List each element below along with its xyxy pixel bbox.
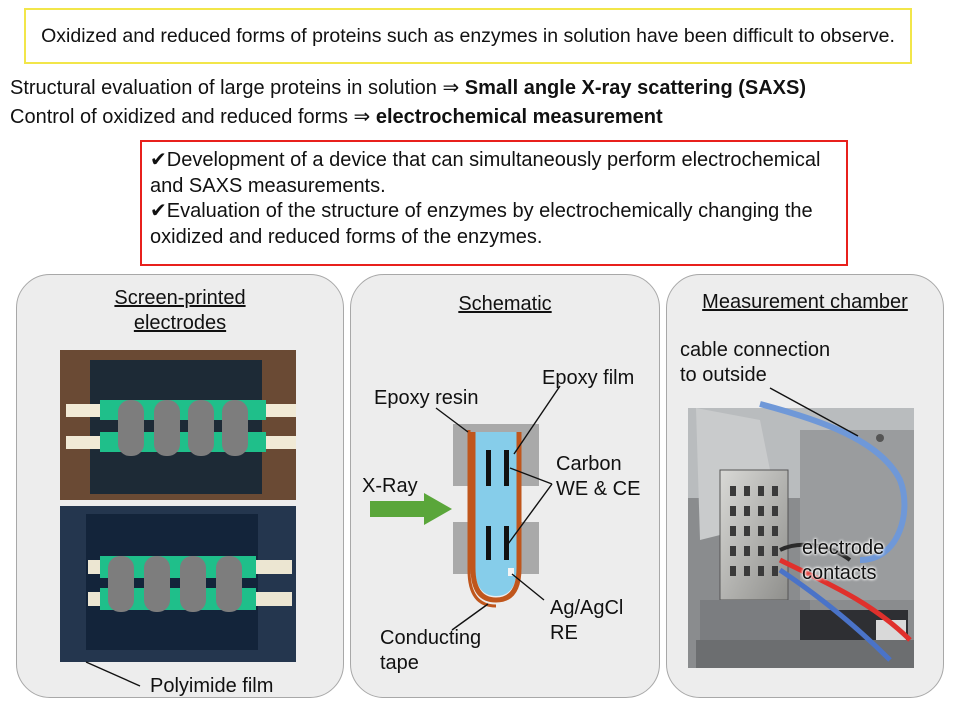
chamber-photo bbox=[688, 401, 914, 668]
summary-line-saxs-bold: Small angle X-ray scattering (SAXS) bbox=[464, 77, 807, 99]
carbon-label: Carbon WE & CE bbox=[556, 452, 640, 502]
polyimide-pointer bbox=[85, 661, 141, 687]
summary-line-electrochem-bold: electrochemical measurement bbox=[375, 106, 663, 128]
carbon-label-line1: Carbon bbox=[556, 453, 622, 475]
electrodes-title-line1: Screen-printed bbox=[114, 287, 246, 309]
cable-pointer bbox=[769, 387, 859, 437]
header-note-box: Oxidized and reduced forms of proteins s… bbox=[24, 8, 912, 64]
xray-label: X-Ray bbox=[362, 475, 418, 497]
summary-line-electrochem-text: Control of oxidized and reduced forms ⇒ bbox=[10, 106, 371, 128]
summary-line-electrochem: Control of oxidized and reduced forms ⇒ … bbox=[10, 104, 663, 129]
xray-arrow-icon bbox=[370, 493, 452, 525]
header-note-text: Oxidized and reduced forms of proteins s… bbox=[41, 24, 895, 47]
goals-box: ✔Development of a device that can simult… bbox=[140, 140, 848, 266]
epoxy-film-label: Epoxy film bbox=[542, 367, 635, 389]
schematic-pointers bbox=[435, 385, 561, 631]
agcl-label: Ag/AgCl RE bbox=[550, 596, 623, 646]
contacts-label-line1: electrode bbox=[802, 537, 885, 559]
chamber-port-grid bbox=[730, 486, 778, 576]
polyimide-label: Polyimide film bbox=[150, 675, 274, 697]
electrode-photo-bottom bbox=[60, 506, 296, 662]
agcl-label-line1: Ag/AgCl bbox=[550, 597, 624, 619]
cable-label: cable connection to outside bbox=[680, 338, 830, 388]
schematic-title: Schematic bbox=[458, 293, 552, 315]
cable-label-line2: to outside bbox=[680, 364, 767, 386]
tape-label: Conducting tape bbox=[380, 626, 481, 676]
cable-label-line1: cable connection bbox=[680, 339, 831, 361]
sample-cell bbox=[453, 424, 539, 608]
electrodes-title-line2: electrodes bbox=[133, 312, 227, 334]
tape-label-line2: tape bbox=[380, 652, 419, 674]
contacts-label-line2: contacts bbox=[802, 562, 877, 584]
summary-line-saxs: Structural evaluation of large proteins … bbox=[10, 75, 806, 100]
summary-line-saxs-text: Structural evaluation of large proteins … bbox=[10, 77, 460, 99]
chamber-title: Measurement chamber bbox=[702, 291, 908, 313]
goal-evaluation: ✔Evaluation of the structure of enzymes … bbox=[150, 200, 813, 248]
epoxy-resin-label: Epoxy resin bbox=[374, 387, 479, 409]
carbon-label-line2: WE & CE bbox=[556, 478, 641, 500]
electrodes-title: Screen-printed electrodes bbox=[16, 286, 344, 336]
tape-label-line1: Conducting bbox=[380, 627, 482, 649]
goal-device: ✔Development of a device that can simult… bbox=[150, 149, 821, 197]
contacts-label: electrode contacts bbox=[802, 536, 884, 586]
agcl-label-line2: RE bbox=[550, 622, 578, 644]
electrode-photo-top bbox=[60, 350, 296, 500]
